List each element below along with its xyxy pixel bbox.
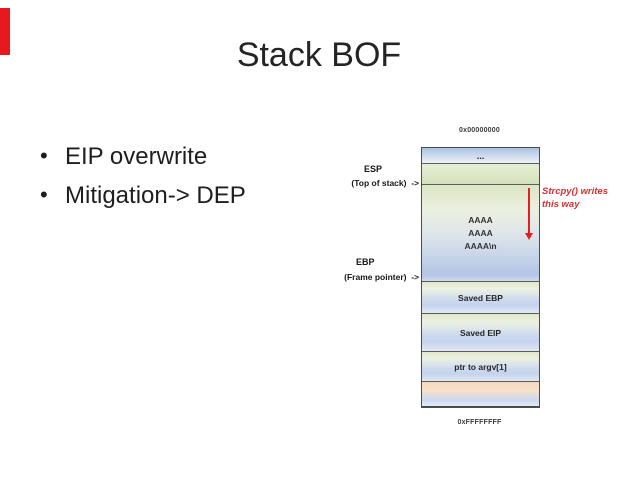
address-top-label: 0x00000000 bbox=[459, 127, 500, 134]
address-bottom-label: 0xFFFFFFFF bbox=[457, 419, 502, 426]
buffer-line: AAAA bbox=[468, 227, 493, 238]
stack-cell-ellipsis: ... bbox=[422, 148, 539, 164]
strcpy-annotation-line2: this way bbox=[542, 199, 580, 210]
bullet-item-mitigation-dep: Mitigation-> DEP bbox=[40, 180, 246, 211]
bullet-list: EIP overwrite Mitigation-> DEP bbox=[40, 141, 246, 220]
red-accent-bar bbox=[0, 8, 10, 55]
strcpy-direction-arrow-icon bbox=[525, 188, 533, 240]
esp-label: ESP bbox=[364, 164, 383, 174]
buffer-line: AAAA bbox=[468, 214, 493, 225]
strcpy-annotation-line1: Strcpy() writes bbox=[542, 186, 608, 197]
stack-cell-ptr-argv: ptr to argv[1] bbox=[422, 352, 539, 382]
esp-pointer-label: (Top of stack) -> bbox=[351, 178, 419, 188]
stack-cell-empty-orange bbox=[422, 382, 539, 406]
stack-cell-saved-eip: Saved EIP bbox=[422, 314, 539, 352]
ebp-pointer-label: (Frame pointer) -> bbox=[344, 272, 419, 282]
buffer-line: AAAA\n bbox=[464, 240, 497, 251]
stack-cell-saved-ebp: Saved EBP bbox=[422, 282, 539, 314]
strcpy-annotation: Strcpy() writes this way bbox=[542, 185, 612, 211]
stack-cell-buffer: AAAA AAAA AAAA\n bbox=[422, 185, 539, 282]
slide-title: Stack BOF bbox=[236, 36, 402, 74]
ebp-label: EBP bbox=[356, 257, 375, 267]
bullet-text: EIP overwrite bbox=[65, 143, 208, 170]
stack-cell-empty-green bbox=[422, 164, 539, 185]
bullet-item-eip-overwrite: EIP overwrite bbox=[40, 141, 246, 172]
bullet-text: Mitigation-> DEP bbox=[65, 182, 246, 209]
stack-diagram: ... AAAA AAAA AAAA\n Saved EBP Saved EIP… bbox=[421, 147, 540, 408]
